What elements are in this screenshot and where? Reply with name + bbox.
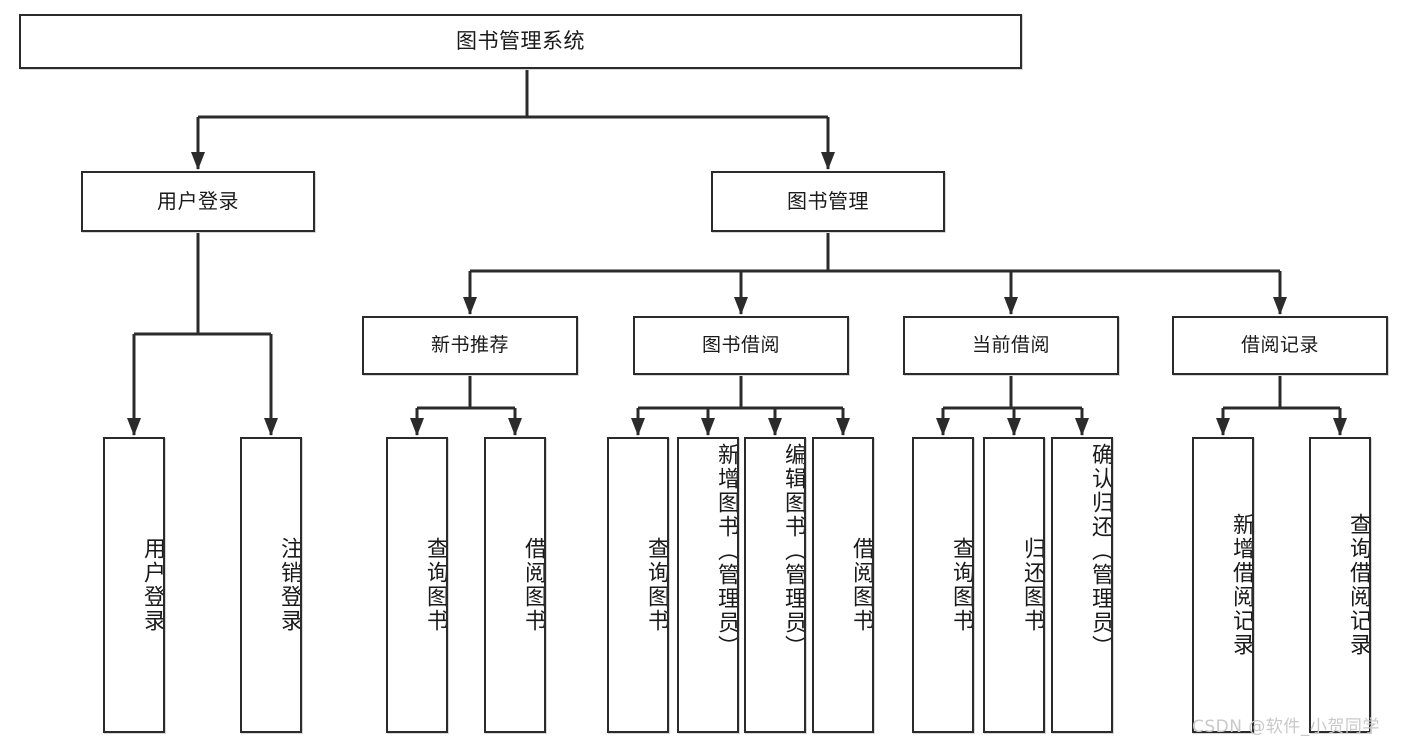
node-label: 用户登录: [140, 537, 165, 633]
node-root: 图书管理系统: [19, 14, 1022, 69]
node-label: 归还图书: [1020, 537, 1045, 633]
node-label: 图书管理系统: [456, 28, 585, 53]
node-leaf-query-book-2: 查询图书: [607, 437, 669, 733]
node-leaf-query-record: 查询借阅记录: [1309, 437, 1371, 733]
node-label: 确认归还（管理员）: [1088, 443, 1113, 659]
arrowhead-new-book-rec: [463, 297, 477, 315]
arrowhead-leaf-return-book: [1007, 418, 1021, 436]
arrowhead-leaf-borrow-book-1: [508, 418, 522, 436]
arrowhead-book-borrow: [734, 297, 748, 315]
node-label: 查询借阅记录: [1346, 513, 1371, 657]
arrowhead-book-manage: [821, 152, 835, 170]
node-label: 注销登录: [277, 537, 302, 633]
node-label: 编辑图书（管理员）: [781, 443, 806, 659]
node-book-borrow: 图书借阅: [633, 316, 849, 375]
node-book-manage: 图书管理: [711, 171, 945, 232]
arrowhead-leaf-query-book-3: [936, 418, 950, 436]
node-leaf-borrow-book-1: 借阅图书: [484, 437, 546, 733]
node-label: 查询图书: [423, 537, 448, 633]
node-leaf-add-book: 新增图书（管理员）: [677, 437, 739, 733]
node-label: 借阅图书: [849, 537, 874, 633]
node-label: 借阅记录: [1240, 333, 1319, 356]
node-borrow-record: 借阅记录: [1172, 316, 1388, 375]
node-label: 新增借阅记录: [1229, 513, 1254, 657]
node-leaf-confirm-return: 确认归还（管理员）: [1051, 437, 1113, 733]
arrowhead-leaf-user-login: [127, 418, 141, 436]
node-label: 用户登录: [157, 189, 239, 214]
node-user-login: 用户登录: [81, 171, 315, 232]
arrowhead-leaf-user-logout: [264, 418, 278, 436]
node-leaf-add-record: 新增借阅记录: [1192, 437, 1254, 733]
node-label: 新书推荐: [430, 333, 509, 356]
node-label: 图书管理: [787, 189, 869, 214]
node-label: 图书借阅: [701, 333, 780, 356]
node-label: 当前借阅: [971, 333, 1050, 356]
arrowhead-leaf-query-book-1: [410, 418, 424, 436]
node-label: 查询图书: [949, 537, 974, 633]
node-new-book-rec: 新书推荐: [362, 316, 578, 375]
node-label: 借阅图书: [521, 537, 546, 633]
node-leaf-return-book: 归还图书: [983, 437, 1045, 733]
node-leaf-edit-book: 编辑图书（管理员）: [744, 437, 806, 733]
arrowhead-leaf-borrow-book-2: [836, 418, 850, 436]
arrowhead-leaf-add-book: [701, 418, 715, 436]
arrowhead-current-borrow: [1004, 297, 1018, 315]
arrowhead-leaf-confirm-return: [1075, 418, 1089, 436]
node-leaf-query-book-3: 查询图书: [912, 437, 974, 733]
node-current-borrow: 当前借阅: [903, 316, 1119, 375]
node-leaf-user-login: 用户登录: [103, 437, 165, 733]
node-label: 新增图书（管理员）: [714, 443, 739, 659]
node-leaf-borrow-book-2: 借阅图书: [812, 437, 874, 733]
node-label: 查询图书: [644, 537, 669, 633]
arrowhead-leaf-query-book-2: [631, 418, 645, 436]
arrowhead-borrow-record: [1273, 297, 1287, 315]
arrowhead-leaf-query-record: [1333, 418, 1347, 436]
arrowhead-user-login: [191, 152, 205, 170]
node-leaf-user-logout: 注销登录: [240, 437, 302, 733]
arrowhead-leaf-edit-book: [768, 418, 782, 436]
node-leaf-query-book-1: 查询图书: [386, 437, 448, 733]
arrowhead-leaf-add-record: [1216, 418, 1230, 436]
